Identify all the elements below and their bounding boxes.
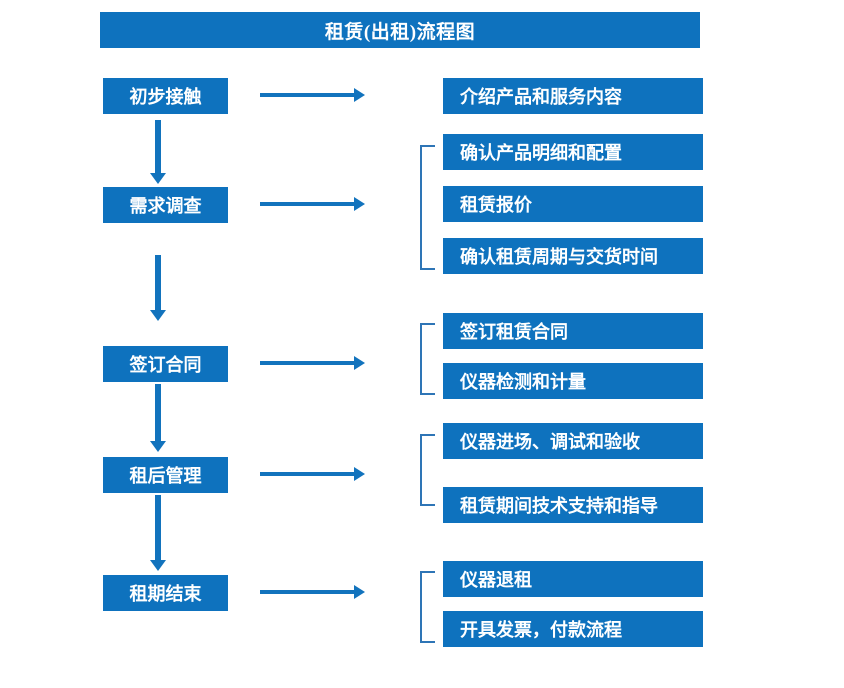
stage-box-4[interactable]: 租后管理 <box>103 457 228 493</box>
detail-label-4-2: 租赁期间技术支持和指导 <box>460 496 658 516</box>
arrow-head <box>150 310 166 321</box>
arrow-shaft <box>260 472 354 476</box>
arrow-shaft <box>260 590 354 594</box>
detail-box-4-1[interactable]: 仪器进场、调试和验收 <box>443 423 703 459</box>
arrow-shaft <box>155 384 161 441</box>
arrow-down-4 <box>150 495 166 571</box>
group-bracket-4 <box>420 434 435 506</box>
detail-label-5-1: 仪器退租 <box>460 570 532 590</box>
diagram-title: 租赁(出租)流程图 <box>324 21 476 43</box>
detail-label-2-1: 确认产品明细和配置 <box>460 143 622 163</box>
arrow-shaft <box>260 361 354 365</box>
stage-label-1: 初步接触 <box>129 87 202 107</box>
arrow-head <box>354 197 365 211</box>
arrow-shaft <box>155 255 161 310</box>
arrow-shaft <box>260 202 354 206</box>
diagram-title-bar: 租赁(出租)流程图 <box>100 12 700 48</box>
arrow-shaft <box>155 120 161 173</box>
arrow-head <box>150 173 166 184</box>
detail-box-3-2[interactable]: 仪器检测和计量 <box>443 363 703 399</box>
arrow-head <box>150 560 166 571</box>
group-bracket-3 <box>420 323 435 395</box>
stage-box-5[interactable]: 租期结束 <box>103 575 228 611</box>
arrow-right-4 <box>260 467 365 481</box>
detail-box-1-1[interactable]: 介绍产品和服务内容 <box>443 78 703 114</box>
stage-box-3[interactable]: 签订合同 <box>103 346 228 382</box>
arrow-head <box>354 467 365 481</box>
arrow-shaft <box>155 495 161 560</box>
stage-label-2: 需求调查 <box>129 196 202 216</box>
detail-label-2-3: 确认租赁周期与交货时间 <box>460 247 658 267</box>
detail-label-3-1: 签订租赁合同 <box>460 322 568 342</box>
detail-label-2-2: 租赁报价 <box>460 195 532 215</box>
detail-box-2-2[interactable]: 租赁报价 <box>443 186 703 222</box>
stage-label-4: 租后管理 <box>129 466 202 486</box>
group-bracket-2 <box>420 145 435 270</box>
detail-box-2-3[interactable]: 确认租赁周期与交货时间 <box>443 238 703 274</box>
stage-box-1[interactable]: 初步接触 <box>103 78 228 114</box>
arrow-down-2 <box>150 255 166 321</box>
stage-box-2[interactable]: 需求调查 <box>103 187 228 223</box>
detail-box-5-1[interactable]: 仪器退租 <box>443 561 703 597</box>
arrow-head <box>354 585 365 599</box>
detail-box-3-1[interactable]: 签订租赁合同 <box>443 313 703 349</box>
stage-label-5: 租期结束 <box>129 584 202 604</box>
detail-label-5-2: 开具发票，付款流程 <box>460 620 622 640</box>
arrow-down-3 <box>150 384 166 452</box>
arrow-right-2 <box>260 197 365 211</box>
arrow-head <box>354 356 365 370</box>
detail-box-5-2[interactable]: 开具发票，付款流程 <box>443 611 703 647</box>
arrow-head <box>354 88 365 102</box>
detail-label-3-2: 仪器检测和计量 <box>460 372 586 392</box>
detail-box-2-1[interactable]: 确认产品明细和配置 <box>443 134 703 170</box>
arrow-head <box>150 441 166 452</box>
arrow-down-1 <box>150 120 166 184</box>
arrow-right-1 <box>260 88 365 102</box>
arrow-right-3 <box>260 356 365 370</box>
arrow-shaft <box>260 93 354 97</box>
detail-box-4-2[interactable]: 租赁期间技术支持和指导 <box>443 487 703 523</box>
stage-label-3: 签订合同 <box>129 355 202 375</box>
group-bracket-5 <box>420 571 435 643</box>
detail-label-1-1: 介绍产品和服务内容 <box>460 87 622 107</box>
arrow-right-5 <box>260 585 365 599</box>
detail-label-4-1: 仪器进场、调试和验收 <box>460 432 640 452</box>
